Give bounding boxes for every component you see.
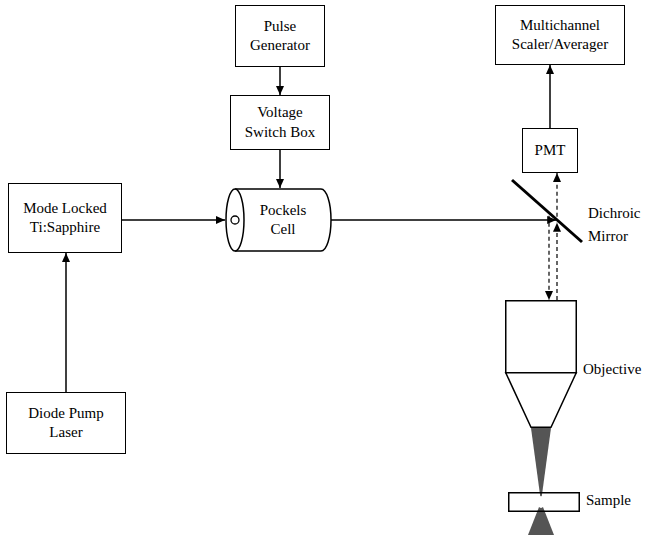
arrow-head [545, 291, 553, 300]
arrow-head [546, 65, 554, 74]
laser-box: Mode Locked Ti:Sapphire [8, 183, 122, 253]
signal-arrow [276, 150, 284, 188]
arrow-head [276, 179, 284, 188]
sample-slide-outline [508, 492, 580, 512]
focal-spot [538, 496, 545, 508]
connector-line [548, 216, 549, 300]
focused-beam [531, 428, 551, 502]
side-label: Objective [583, 358, 641, 381]
light-path-arrow [553, 223, 561, 300]
laser-box: Diode Pump Laser [6, 392, 126, 454]
dichroic-mirror: Dichroic Mirror [512, 180, 582, 242]
side-label: Dichroic Mirror [588, 202, 640, 249]
pockels-cylinder-outline [225, 188, 331, 252]
process-box: Voltage Switch Box [230, 95, 330, 150]
arrow-head [62, 253, 70, 262]
detector-box: PMT [522, 128, 578, 173]
objective-lens: Objective [505, 300, 577, 428]
connector-line [549, 65, 551, 128]
connector-line [65, 253, 67, 392]
arrow-head [553, 173, 561, 182]
connector-line [122, 219, 225, 221]
box-label: Voltage Switch Box [236, 103, 324, 142]
arrow-head [276, 86, 284, 95]
connector-line [331, 219, 556, 221]
side-label: Sample [586, 489, 631, 512]
box-label: Pockels Cell [249, 201, 317, 240]
process-box: Pulse Generator [235, 5, 325, 67]
signal-arrow [62, 253, 70, 392]
aperture [231, 216, 239, 224]
signal-arrow [546, 65, 554, 128]
box-label: Mode Locked Ti:Sapphire [14, 199, 116, 238]
arrow-head [216, 216, 225, 224]
box-label: Diode Pump Laser [12, 404, 120, 443]
light-path-arrow [545, 216, 553, 300]
signal-arrow [122, 216, 225, 224]
sample-outline [509, 493, 580, 512]
box-label: Pulse Generator [241, 17, 319, 56]
objective-lens-outline [505, 300, 577, 428]
cylinder-body [235, 189, 331, 251]
box-label: Multichannel Scaler/Averager [501, 16, 619, 55]
objective-nose [506, 373, 577, 428]
signal-arrow [276, 67, 284, 95]
signal-arrow [331, 216, 556, 224]
sample-slide: Sample [508, 492, 580, 512]
cylinder-end [226, 189, 244, 251]
process-box: Multichannel Scaler/Averager [495, 5, 625, 65]
mirror-plate [512, 180, 582, 242]
light-path-arrow [553, 173, 561, 217]
dichroic-mirror-outline [512, 180, 582, 242]
pockels-cylinder: Pockels Cell [225, 188, 331, 252]
box-label: PMT [535, 141, 566, 161]
objective-barrel [506, 301, 577, 373]
connector-line [556, 223, 557, 300]
